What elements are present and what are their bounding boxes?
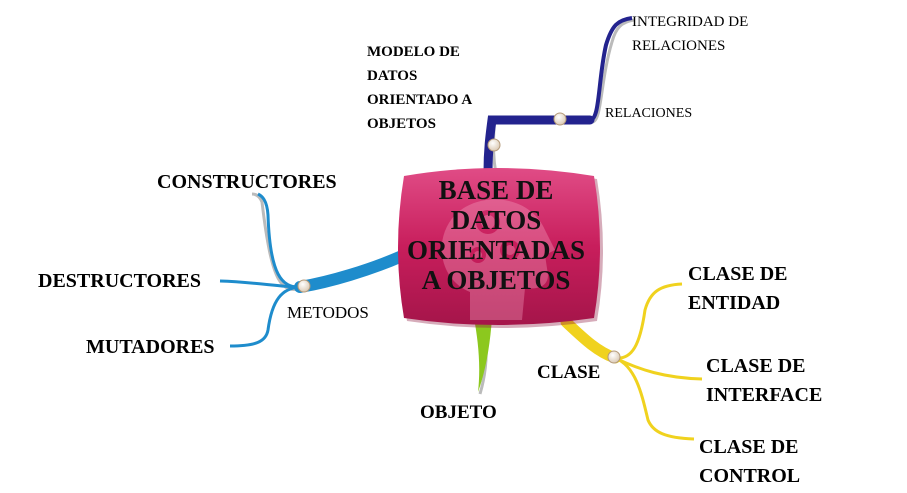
subtopic-line: DATOS: [367, 68, 418, 84]
central-topic-line: A OBJETOS: [421, 265, 571, 295]
central-topic-line: ORIENTADAS: [406, 235, 586, 265]
branch-metodos-label[interactable]: METODOS: [287, 303, 369, 322]
central-topic-line: DATOS: [450, 205, 542, 235]
subtopic-line: INTERFACE: [706, 384, 823, 406]
subtopic-line: CLASE DE: [706, 355, 806, 377]
branch-clase[interactable]: [560, 282, 703, 441]
subtopic-clase-de-interface[interactable]: CLASE DE INTERFACE: [706, 352, 822, 410]
subtopic-line: CLASE DE: [699, 436, 799, 458]
subtopic-integridad-de-relaciones[interactable]: INTEGRIDAD DE RELACIONES: [632, 10, 748, 58]
subtopic-destructores[interactable]: DESTRUCTORES: [38, 270, 202, 292]
branch-clase-label[interactable]: CLASE: [537, 362, 601, 383]
central-topic[interactable]: [398, 168, 603, 328]
subtopic-line: MODELO DE: [367, 44, 460, 60]
central-topic-line: BASE DE: [438, 175, 554, 205]
subtopic-line: CONTROL: [699, 465, 801, 487]
branch-relaciones-sub-knob: [553, 112, 567, 126]
subtopic-clase-de-control[interactable]: CLASE DE CONTROL: [699, 433, 800, 491]
subtopic-line: ORIENTADO A: [367, 92, 473, 108]
subtopic-line: RELACIONES: [632, 38, 726, 54]
subtopic-line: ENTIDAD: [688, 292, 781, 314]
subtopic-clase-de-entidad[interactable]: CLASE DE ENTIDAD: [688, 260, 787, 318]
branch-relaciones-label[interactable]: RELACIONES: [605, 106, 693, 121]
central-topic-title: BASE DE DATOS ORIENTADAS A OBJETOS: [402, 175, 590, 295]
head-gears-icon: [441, 199, 555, 320]
branch-clase-knob: [607, 350, 621, 364]
subtopic-constructores[interactable]: CONSTRUCTORES: [157, 171, 337, 193]
subtopic-modelo-de-datos[interactable]: MODELO DE DATOS ORIENTADO A OBJETOS: [367, 40, 472, 136]
branch-relaciones[interactable]: [483, 16, 635, 177]
branch-objeto[interactable]: [474, 318, 492, 395]
subtopic-line: CLASE DE: [688, 263, 788, 285]
branch-objeto-label[interactable]: OBJETO: [420, 402, 497, 423]
subtopic-line: INTEGRIDAD DE: [632, 14, 749, 30]
branch-relaciones-knob: [487, 138, 501, 152]
subtopic-line: OBJETOS: [367, 116, 436, 132]
branch-metodos[interactable]: [219, 192, 408, 348]
branch-metodos-knob: [297, 279, 311, 293]
subtopic-mutadores[interactable]: MUTADORES: [86, 336, 215, 358]
